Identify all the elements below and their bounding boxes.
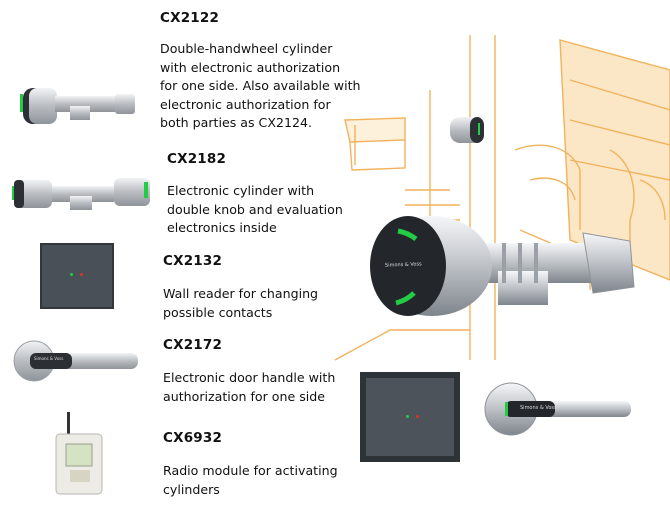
handle-brand-text: Simons & Voss — [520, 405, 557, 411]
product-code-cx2132: CX2132 — [163, 253, 223, 269]
product-desc-cx2182: Electronic cylinder with double knob and… — [167, 183, 343, 235]
handle-brand-text-small: Simons & Voss — [34, 356, 64, 361]
product-desc-cx2122: Double-handwheel cylinder with electroni… — [160, 41, 361, 130]
green-led — [406, 415, 409, 418]
product-desc-cx6932: Radio module for activating cylinders — [163, 463, 338, 497]
product-code-cx2182: CX2182 — [167, 151, 227, 167]
cylinder-brand-text: Simons & Voss — [384, 261, 422, 269]
red-led — [80, 273, 83, 276]
wall-reader-cx2132-image — [40, 243, 114, 309]
door-handle-cx2172-image — [13, 340, 138, 382]
cylinder-cx2122-image — [20, 88, 135, 124]
product-code-cx2122: CX2122 — [160, 10, 220, 26]
wall-reader-face — [366, 378, 454, 456]
product-code-cx6932: CX6932 — [163, 430, 223, 446]
red-led — [416, 415, 419, 418]
door-scene-line-art — [334, 35, 670, 361]
door-handle-large-image — [484, 382, 631, 436]
product-desc-cx2132: Wall reader for changing possible contac… — [163, 286, 319, 320]
product-code-cx2172: CX2172 — [163, 337, 223, 353]
radio-module-cx6932-image — [55, 412, 103, 495]
cylinder-cx2182-image — [12, 178, 150, 210]
cylinder-in-door-image — [450, 117, 484, 143]
wall-reader-large-image — [360, 372, 460, 462]
green-led — [70, 273, 73, 276]
product-desc-cx2172: Electronic door handle with authorizatio… — [163, 370, 336, 404]
cylinder-large-image — [370, 216, 635, 316]
